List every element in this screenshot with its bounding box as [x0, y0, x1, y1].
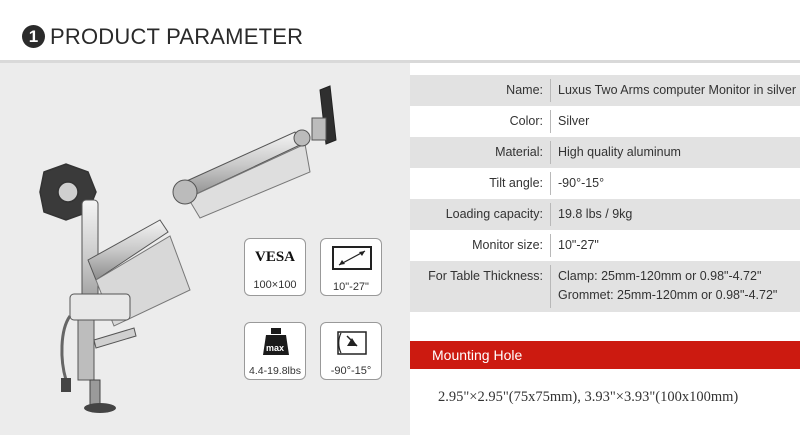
- spec-row-color: Color: Silver: [410, 106, 800, 137]
- spec-table: Name: Luxus Two Arms computer Monitor in…: [410, 75, 800, 312]
- spec-label: For Table Thickness:: [428, 269, 543, 283]
- tilt-icon: [337, 331, 367, 355]
- page-title: PRODUCT PARAMETER: [50, 24, 304, 49]
- weight-badge: max 4.4-19.8lbs: [244, 322, 306, 380]
- spec-row-material: Material: High quality aluminum: [410, 137, 800, 168]
- spec-value-secondary: Grommet: 25mm-120mm or 0.98"-4.72": [558, 288, 778, 302]
- spec-separator: [550, 203, 551, 226]
- spec-value: 10"-27": [558, 238, 599, 252]
- mounting-hole-text: 2.95"×2.95"(75x75mm), 3.93"×3.93"(100x10…: [438, 389, 739, 405]
- vesa-badge: VESA 100×100: [244, 238, 306, 296]
- mounting-hole-banner: Mounting Hole: [410, 341, 800, 369]
- spec-label: Tilt angle:: [489, 176, 543, 190]
- spec-row-monitor-size: Monitor size: 10"-27": [410, 230, 800, 261]
- weight-caption: 4.4-19.8lbs: [249, 365, 301, 377]
- spec-separator: [550, 110, 551, 133]
- spec-label: Name:: [506, 83, 543, 97]
- spec-label: Monitor size:: [472, 238, 543, 252]
- monitor-arm-illustration: [39, 85, 337, 413]
- spec-panel: [410, 63, 800, 435]
- spec-label: Loading capacity:: [445, 207, 543, 221]
- screen-size-badge: 10"-27": [320, 238, 382, 296]
- section-number-badge: 1: [22, 25, 45, 48]
- weight-icon-text: max: [265, 343, 284, 353]
- spec-value: 19.8 lbs / 9kg: [558, 207, 633, 221]
- spec-separator: [550, 234, 551, 257]
- vesa-word: VESA: [254, 249, 295, 265]
- spec-separator: [550, 141, 551, 164]
- tilt-caption: -90°-15°: [330, 365, 372, 377]
- spec-row-tilt: Tilt angle: -90°-15°: [410, 168, 800, 199]
- weight-icon: [263, 328, 289, 355]
- spec-label: Material:: [495, 145, 543, 159]
- spec-row-loading: Loading capacity: 19.8 lbs / 9kg: [410, 199, 800, 230]
- spec-separator: [550, 172, 551, 195]
- spec-value: Luxus Two Arms computer Monitor in silve…: [558, 83, 797, 97]
- spec-label: Color:: [509, 114, 543, 128]
- spec-value: Clamp: 25mm-120mm or 0.98"-4.72": [558, 269, 762, 283]
- mounting-hole-title: Mounting Hole: [432, 347, 523, 363]
- header-divider: [0, 60, 800, 63]
- vesa-caption: 100×100: [253, 279, 297, 291]
- spec-value: Silver: [558, 114, 590, 128]
- spec-row-table-thickness: For Table Thickness: Clamp: 25mm-120mm o…: [410, 261, 800, 312]
- spec-row-name: Name: Luxus Two Arms computer Monitor in…: [410, 75, 800, 106]
- spec-separator: [550, 265, 551, 308]
- tilt-badge: -90°-15°: [320, 322, 382, 380]
- spec-value: -90°-15°: [558, 176, 605, 190]
- spec-value: High quality aluminum: [558, 145, 681, 159]
- screen-size-caption: 10"-27": [333, 281, 369, 293]
- spec-separator: [550, 79, 551, 102]
- screen-size-icon: [332, 246, 372, 270]
- page-header: 1 PRODUCT PARAMETER: [0, 0, 800, 60]
